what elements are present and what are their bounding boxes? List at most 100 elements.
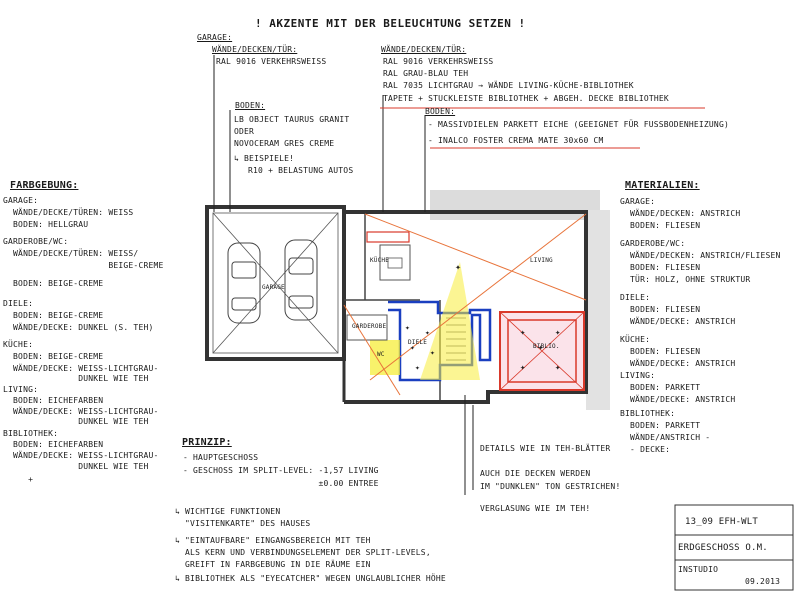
materialien-line-10: WÄNDE/DECKE: ANSTRICH bbox=[620, 317, 736, 326]
walls-spec-line-1: RAL 9016 VERKEHRSWEISS bbox=[383, 57, 494, 66]
farbgebung-line-3: BODEN: HELLGRAU bbox=[3, 220, 89, 229]
materialien-line-1: GARAGE: bbox=[620, 197, 656, 206]
farbgebung-line-1: GARAGE: bbox=[3, 196, 39, 205]
kitchen-counter bbox=[379, 244, 411, 281]
farbgebung-line-12: BODEN: BEIGE-CREME bbox=[3, 352, 104, 361]
farbgebung-line-16: BODEN: EICHEFARBEN bbox=[3, 396, 104, 405]
garage-spec-sub: WÄNDE/DECKEN/TÜR: bbox=[212, 45, 298, 54]
room-label-garage: GARAGE bbox=[262, 284, 285, 291]
wc-yellow bbox=[370, 340, 400, 375]
details-line-1: DETAILS WIE IN TEH-BLÄTTER bbox=[480, 444, 611, 453]
farbgebung-line-20: BODEN: EICHEFARBEN bbox=[3, 440, 104, 449]
materialien-line-14: LIVING: bbox=[620, 371, 656, 380]
materialien-line-4: GARDEROBE/WC: bbox=[620, 239, 686, 248]
farbgebung-line-21: WÄNDE/DECKE: WEISS-LICHTGRAU- bbox=[3, 451, 159, 460]
walls-spec-red-line: TAPETE + STUCKLEISTE BIBLIOTHEK + ABGEH.… bbox=[383, 94, 669, 103]
floor-spec-line-2: - INALCO FOSTER CREMA MATE 30x60 CM bbox=[428, 136, 604, 145]
materialien-line-6: BODEN: FLIESEN bbox=[620, 263, 701, 272]
materialien-line-3: BODEN: FLIESEN bbox=[620, 221, 701, 230]
farbgebung-line-23: + bbox=[3, 475, 34, 484]
materialien-line-13: WÄNDE/DECKE: ANSTRICH bbox=[620, 359, 736, 368]
titleblock-floor: ERDGESCHOSS O.M. bbox=[678, 543, 768, 553]
materialien-line-2: WÄNDE/DECKEN: ANSTRICH bbox=[620, 209, 741, 218]
prinzip-note-2: "VISITENKARTE" DES HAUSES bbox=[175, 519, 311, 528]
farbgebung-line-7: BODEN: BEIGE-CREME bbox=[3, 279, 104, 288]
materialien-line-20: - DECKE: bbox=[620, 445, 671, 454]
room-label-living: LIVING bbox=[530, 257, 553, 264]
orange-diag-2 bbox=[369, 213, 587, 381]
garderobe-box bbox=[346, 314, 388, 341]
materialien-line-18: BODEN: PARKETT bbox=[620, 421, 701, 430]
farbgebung-line-22: DUNKEL WIE TEH bbox=[3, 462, 149, 471]
boden-garage-line-1: LB OBJECT TAURUS GRANIT bbox=[234, 115, 350, 124]
room-label-kueche: KÜCHE bbox=[370, 257, 390, 264]
garage-spec-head: GARAGE: bbox=[197, 33, 233, 42]
titleblock-project: 13_09 EFH-WLT bbox=[685, 517, 759, 527]
titleblock-frame bbox=[674, 504, 794, 591]
svg-text:✦: ✦ bbox=[538, 343, 544, 353]
car-left bbox=[227, 242, 261, 324]
floor-spec-line-1: - MASSIVDIELEN PARKETT EICHE (GEEIGNET F… bbox=[428, 120, 729, 129]
farbgebung-line-17: WÄNDE/DECKE: WEISS-LICHTGRAU- bbox=[3, 407, 159, 416]
svg-text:✦: ✦ bbox=[520, 328, 526, 338]
farbgebung-line-11: KÜCHE: bbox=[3, 340, 34, 349]
materialien-line-7: TÜR: HOLZ, OHNE STRUKTUR bbox=[620, 275, 751, 284]
svg-text:✦: ✦ bbox=[455, 262, 461, 273]
farbgebung-line-13: WÄNDE/DECKE: WEISS-LICHTGRAU- bbox=[3, 364, 159, 373]
walls-spec-line-2: RAL GRAU-BLAU TEH bbox=[383, 69, 469, 78]
details-line-2: AUCH DIE DECKEN WERDEN bbox=[480, 469, 591, 478]
farbgebung-line-5: WÄNDE/DECKE/TÜREN: WEISS/ bbox=[3, 249, 139, 258]
orange-diag-3 bbox=[343, 304, 401, 396]
room-label-garderobe: GARDEROBE bbox=[352, 323, 387, 330]
prinzip-note-6: ↳ BIBLIOTHEK ALS "EYECATCHER" WEGEN UNGL… bbox=[175, 574, 446, 583]
svg-text:✦: ✦ bbox=[415, 363, 420, 372]
titleblock-date: 09.2013 bbox=[745, 577, 781, 586]
materialien-head: MATERIALIEN: bbox=[625, 180, 700, 191]
prinzip-line-3: ±0.00 ENTREE bbox=[183, 479, 379, 488]
diele-light-markers: ✦ ✦ ✦ ✦ ✦ ✦ bbox=[405, 262, 461, 372]
materialien-line-12: BODEN: FLIESEN bbox=[620, 347, 701, 356]
prinzip-note-1: ↳ WICHTIGE FUNKTIONEN bbox=[175, 507, 281, 516]
boden-garage-line-3: NOVOCERAM GRES CREME bbox=[234, 139, 335, 148]
materialien-line-15: BODEN: PARKETT bbox=[620, 383, 701, 392]
walls-spec-line-3: RAL 7035 LICHTGRAU → WÄNDE LIVING-KÜCHE-… bbox=[383, 81, 634, 90]
materialien-line-5: WÄNDE/DECKEN: ANSTRICH/FLIESEN bbox=[620, 251, 781, 260]
farbgebung-line-15: LIVING: bbox=[3, 385, 39, 394]
garage-inner bbox=[212, 212, 339, 354]
svg-text:✦: ✦ bbox=[555, 363, 561, 373]
library-inner bbox=[507, 319, 577, 383]
details-line-4: VERGLASUNG WIE IM TEH! bbox=[480, 504, 591, 513]
svg-text:✦: ✦ bbox=[555, 328, 561, 338]
svg-text:✦: ✦ bbox=[425, 328, 430, 337]
light-cone bbox=[420, 262, 480, 380]
farbgebung-line-14: DUNKEL WIE TEH bbox=[3, 374, 149, 383]
garage-spec-line: RAL 9016 VERKEHRSWEISS bbox=[216, 57, 327, 66]
farbgebung-line-2: WÄNDE/DECKE/TÜREN: WEISS bbox=[3, 208, 134, 217]
prinzip-head: PRINZIP: bbox=[182, 437, 232, 448]
boden-garage-line-5: R10 + BELASTUNG AUTOS bbox=[248, 166, 354, 175]
farbgebung-line-8: DIELE: bbox=[3, 299, 34, 308]
terrace-area bbox=[430, 190, 600, 220]
room-label-wc: WC bbox=[377, 351, 385, 358]
farbgebung-line-4: GARDEROBE/WC: bbox=[3, 237, 69, 246]
prinzip-note-5: GREIFT IN FARBGEBUNG IN DIE RÄUME EIN bbox=[175, 560, 371, 569]
materialien-line-9: BODEN: FLIESEN bbox=[620, 305, 701, 314]
materialien-line-17: BIBLIOTHEK: bbox=[620, 409, 676, 418]
svg-text:✦: ✦ bbox=[410, 343, 415, 352]
kitchen-red-box bbox=[366, 231, 410, 243]
svg-text:✦: ✦ bbox=[405, 323, 410, 332]
room-label-biblio: BIBLIO. bbox=[533, 343, 560, 350]
library-light-markers: ✦✦ ✦✦ ✦ bbox=[520, 328, 561, 373]
kitchen-sink bbox=[387, 257, 403, 269]
orange-diag-1 bbox=[364, 213, 587, 301]
room-label-diele: DIELE bbox=[408, 339, 428, 346]
svg-text:✦: ✦ bbox=[430, 348, 435, 357]
house-outline bbox=[344, 210, 588, 404]
materialien-line-16: WÄNDE/DECKE: ANSTRICH bbox=[620, 395, 736, 404]
farbgebung-line-18: DUNKEL WIE TEH bbox=[3, 417, 149, 426]
terrace-area-right bbox=[586, 210, 610, 410]
page-title: ! AKZENTE MIT DER BELEUCHTUNG SETZEN ! bbox=[255, 17, 526, 30]
garage-diagonal-2 bbox=[212, 212, 339, 354]
prinzip-line-2: - GESCHOSS IM SPLIT-LEVEL: -1,57 LIVING bbox=[183, 466, 379, 475]
